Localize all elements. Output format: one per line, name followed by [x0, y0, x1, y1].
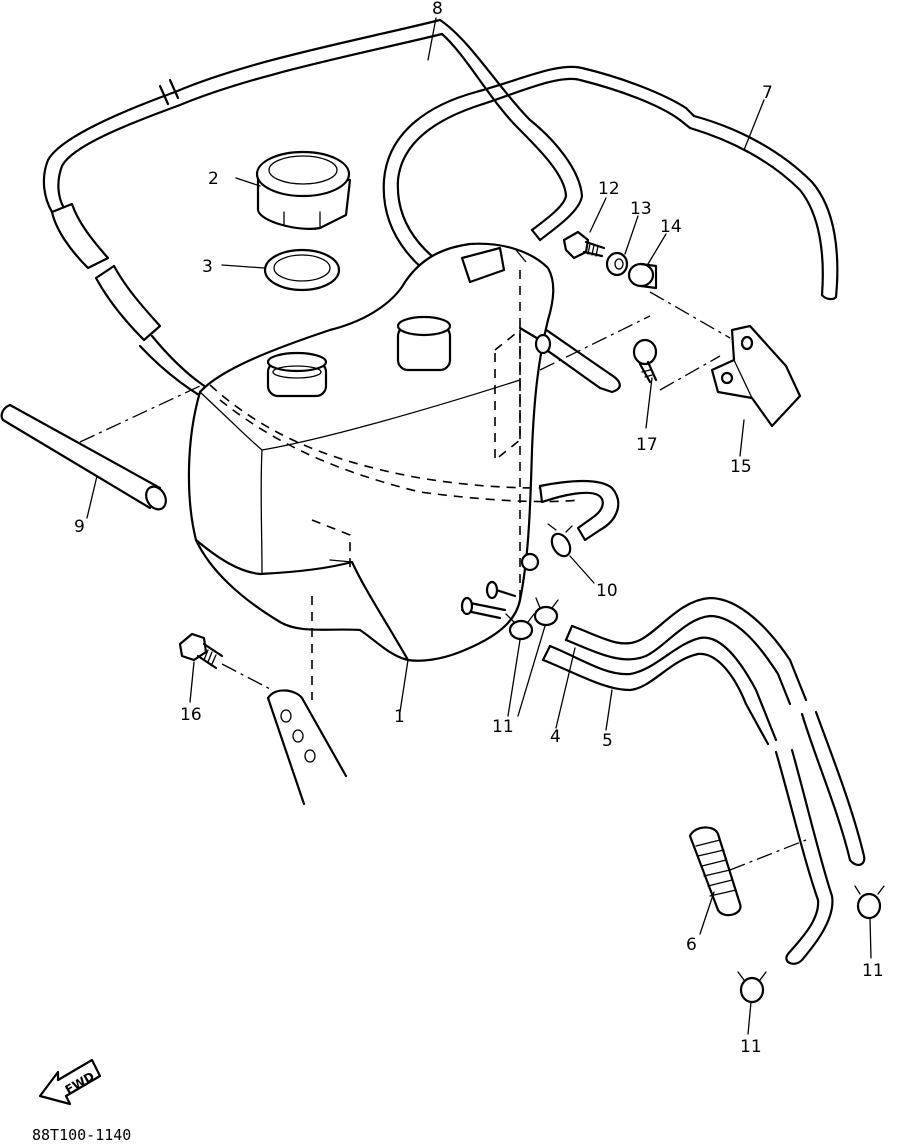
callout-14: 14: [660, 217, 682, 237]
callout-6: 6: [686, 935, 697, 955]
protector-6: [688, 826, 742, 917]
callout-17: 17: [636, 435, 658, 455]
forward-arrow: FWD: [38, 1058, 102, 1106]
collar-14: [627, 262, 658, 290]
callout-9: 9: [74, 517, 85, 537]
callout-4: 4: [550, 727, 561, 747]
callout-11-b: 11: [740, 1037, 762, 1057]
oil-tank-1: [187, 242, 620, 662]
oil-hose-4: [564, 596, 866, 866]
callout-numbers: 1 2 3 4 5 6 7 8 9 10 11 11 11 12 13 14 1…: [74, 0, 884, 1057]
leader-lines: [86, 17, 872, 1035]
callout-7: 7: [762, 83, 773, 103]
drawing-code: 88T100-1140: [32, 1126, 131, 1144]
overflow-hose-9: [0, 403, 167, 511]
bracket-15: [710, 324, 802, 428]
callout-11-a: 11: [492, 717, 514, 737]
callout-1: 1: [394, 707, 405, 727]
callout-13: 13: [630, 199, 652, 219]
callout-5: 5: [602, 731, 613, 751]
callout-16: 16: [180, 705, 202, 725]
clip-10: [547, 523, 573, 558]
callout-2: 2: [208, 169, 219, 189]
callout-3: 3: [202, 257, 213, 277]
callout-11-c: 11: [862, 961, 884, 981]
bolt-17: [632, 338, 658, 384]
callout-12: 12: [598, 179, 620, 199]
bolt-16: [178, 632, 224, 670]
callout-10: 10: [596, 581, 618, 601]
filler-cap-2: [255, 150, 352, 230]
oil-hose-5: [541, 636, 834, 965]
o-ring-3: [263, 248, 341, 292]
callout-8: 8: [432, 0, 443, 19]
washer-13: [605, 251, 629, 277]
frame-bracket: [266, 596, 348, 806]
bolt-12: [562, 230, 606, 260]
hose-clamps-11: [505, 597, 885, 1004]
callout-15: 15: [730, 457, 752, 477]
center-lines: [79, 249, 807, 871]
